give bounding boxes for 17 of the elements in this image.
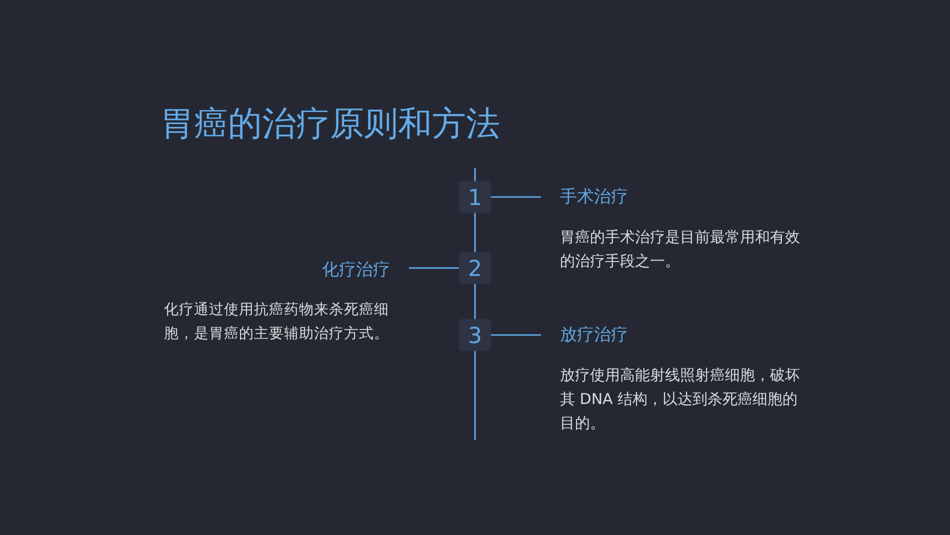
connector-line [491,196,541,198]
description-text: 化疗通过使用抗癌药物来杀死癌细胞，是胃癌的主要辅助治疗方式。 [164,300,390,344]
connector-line [474,213,476,252]
connector-line [409,267,459,269]
description-text: 放疗使用高能射线照射癌细胞，破坏其 DNA 结构，以达到杀死癌细胞的目的。 [560,365,801,434]
step-number: 1 [459,181,491,213]
slide-title: 胃癌的治疗原则和方法 [160,103,500,146]
connector-line [474,284,476,319]
timeline-line [474,351,476,440]
section-heading: 放疗治疗 [560,324,629,347]
description-text: 胃癌的手术治疗是目前最常用和有效的治疗手段之一。 [560,227,801,272]
step-number: 2 [459,252,491,284]
section-heading: 化疗治疗 [321,259,390,282]
step-number: 3 [459,319,491,351]
timeline-line [474,168,476,181]
section-heading: 手术治疗 [560,186,629,209]
connector-line [491,334,541,336]
